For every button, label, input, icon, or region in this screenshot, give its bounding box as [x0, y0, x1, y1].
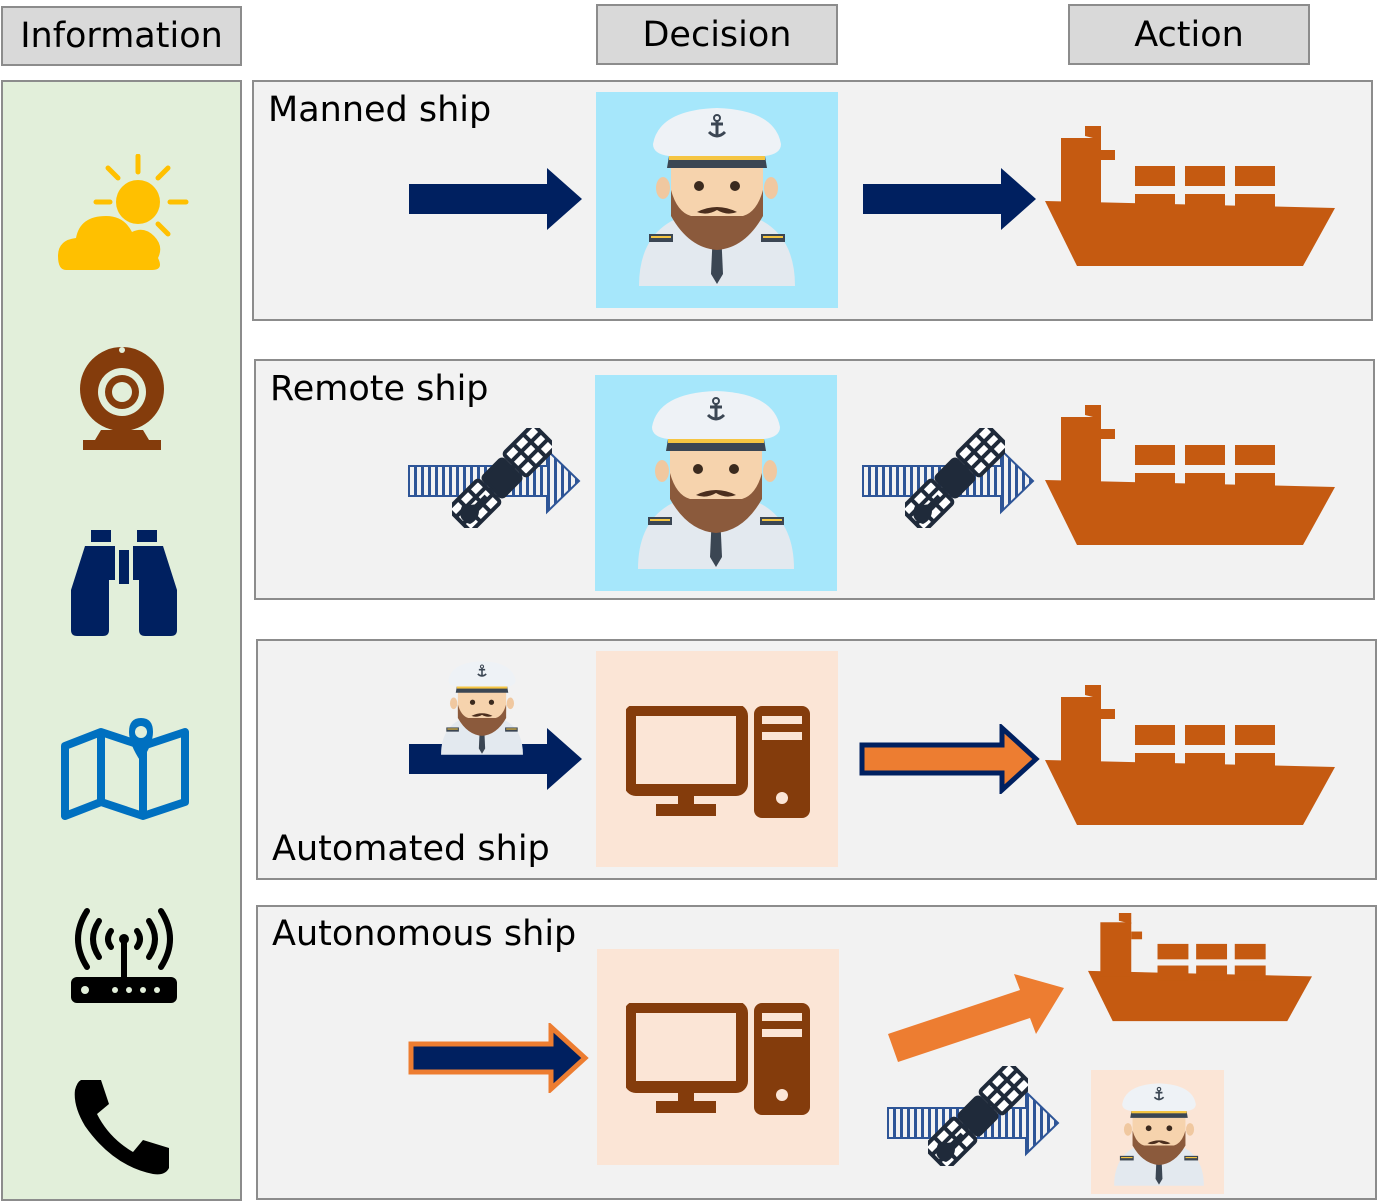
- information-column: [1, 80, 242, 1201]
- row-label-autonomous-ship: Autonomous ship: [272, 914, 577, 954]
- captain-icon: [1113, 1082, 1205, 1186]
- header-action-label: Action: [1134, 14, 1244, 55]
- satellite-icon: [928, 1066, 1028, 1166]
- binoculars-icon: [71, 530, 177, 636]
- arrow-decision-to-action-3: [859, 724, 1040, 794]
- header-decision: Decision: [596, 4, 838, 65]
- row-label-automated-ship: Automated ship: [272, 829, 550, 869]
- computer-tile-4: [597, 949, 839, 1165]
- header-action: Action: [1068, 4, 1310, 65]
- header-information-label: Information: [20, 16, 223, 56]
- arrow-info-to-decision-3: [409, 728, 582, 790]
- ship-icon: [1045, 685, 1335, 830]
- map-pin-icon: [61, 718, 189, 820]
- computer-tile-3: [596, 651, 838, 867]
- captain-icon: [636, 389, 796, 569]
- satellite-icon: [452, 428, 552, 528]
- wifi-router-icon: [71, 908, 177, 1003]
- arrow-decision-to-action-1: [863, 168, 1036, 230]
- captain-tile-1: [596, 92, 838, 308]
- webcam-icon: [80, 347, 164, 450]
- header-decision-label: Decision: [642, 14, 792, 55]
- ship-icon: [1045, 405, 1335, 550]
- header-information: Information: [1, 6, 242, 66]
- phone-icon: [74, 1080, 169, 1175]
- computer-icon: [626, 1003, 816, 1118]
- ship-icon: [1088, 913, 1312, 1025]
- captain-icon: [440, 660, 524, 755]
- arrow-info-to-decision-4: [408, 1023, 589, 1093]
- satellite-icon: [905, 428, 1005, 528]
- arrow-info-to-decision-1: [409, 168, 582, 230]
- computer-icon: [626, 706, 816, 821]
- weather-icon: [58, 154, 189, 270]
- row-label-manned-ship: Manned ship: [268, 90, 492, 130]
- captain-tile-2: [595, 375, 837, 591]
- arrow-decision-to-ship-4: [888, 974, 1064, 1062]
- row-label-remote-ship: Remote ship: [270, 369, 489, 409]
- ship-icon: [1045, 126, 1335, 271]
- captain-icon: [637, 106, 797, 286]
- captain-tile-4: [1091, 1070, 1224, 1194]
